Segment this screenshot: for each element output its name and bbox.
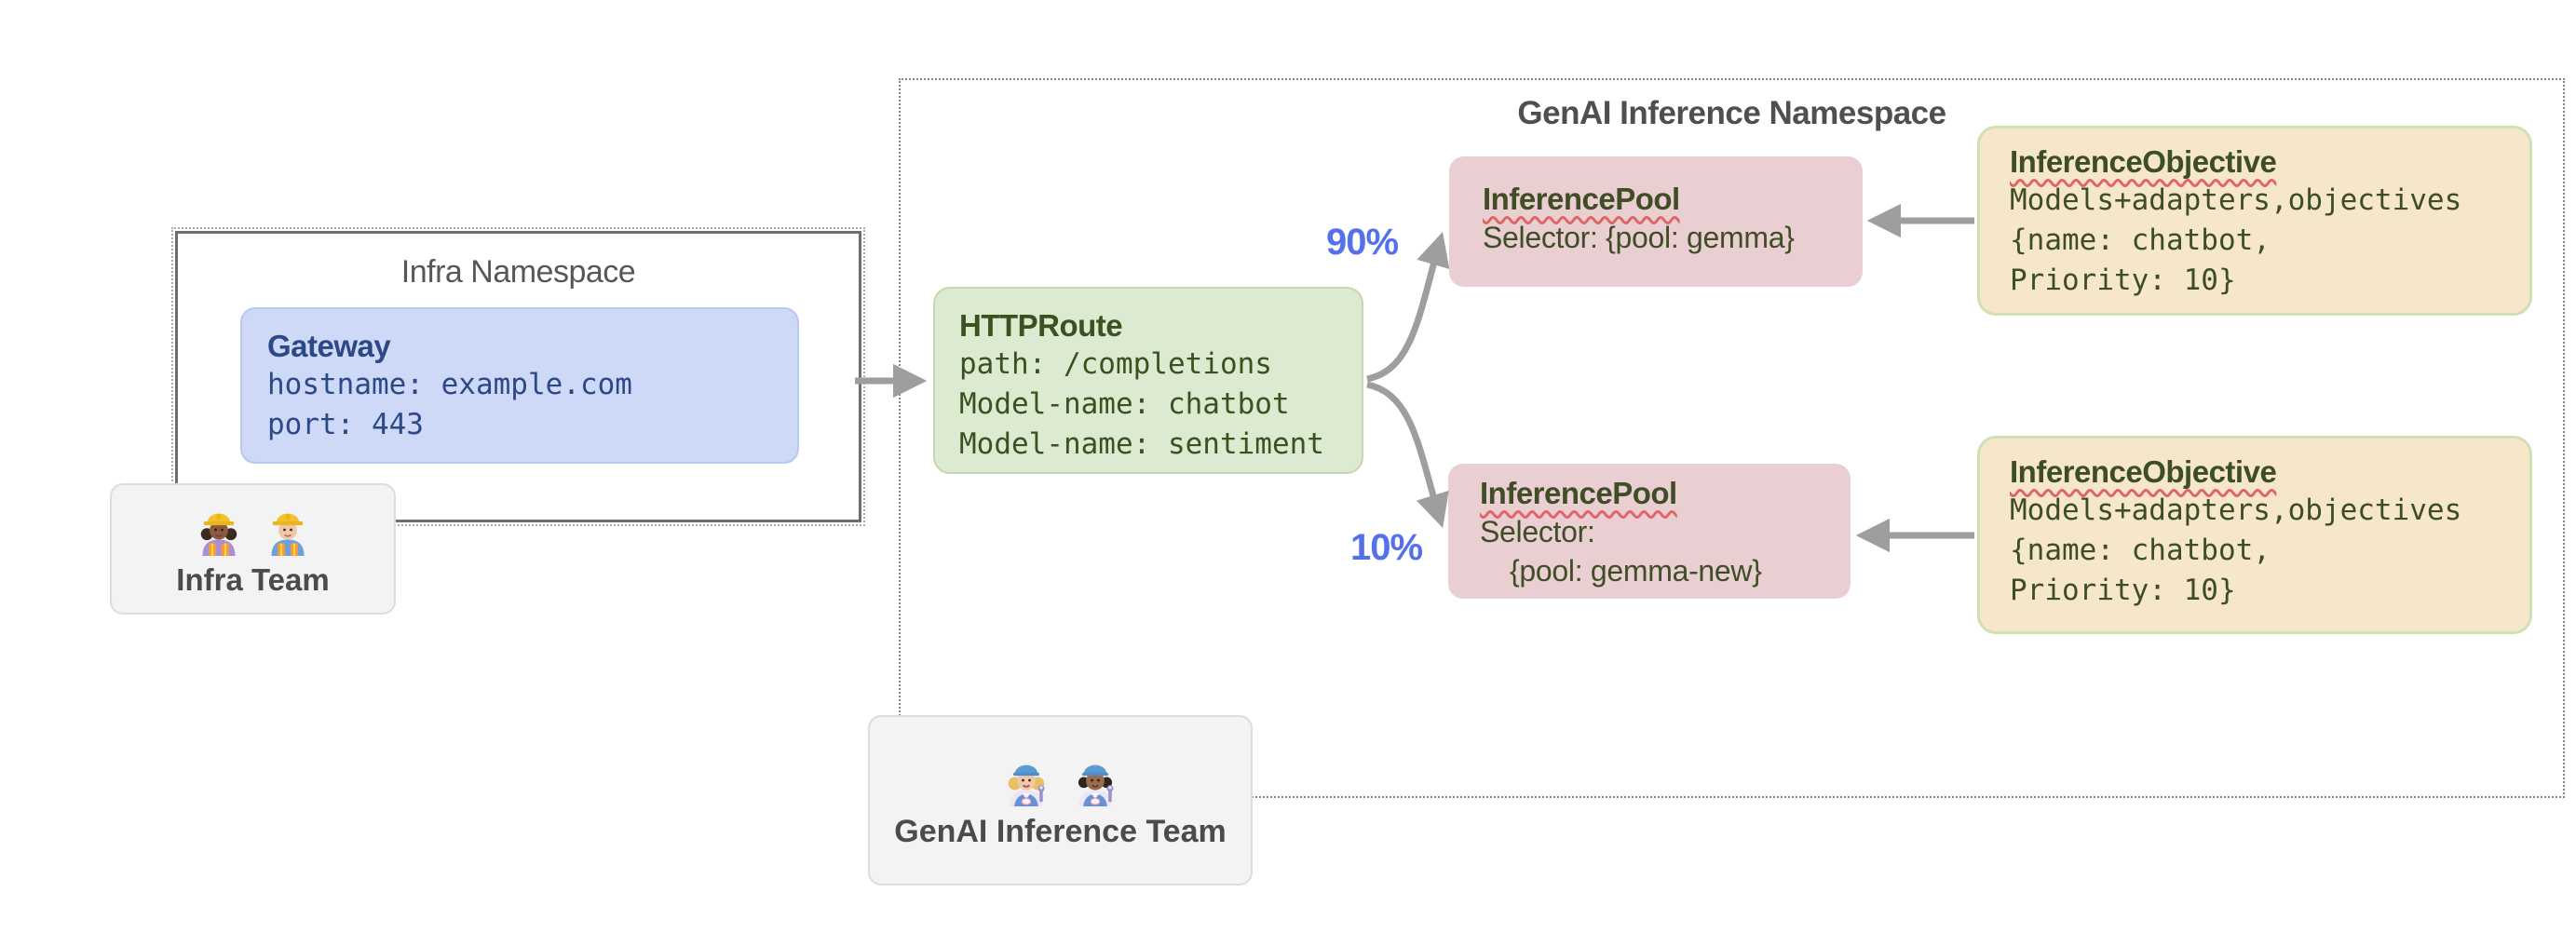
gateway-title: Gateway [267, 329, 391, 363]
httproute-path-line: path: /completions [959, 347, 1272, 381]
inference-objective-title: InferenceObjective [2010, 144, 2277, 179]
genai-inference-namespace-frame: GenAI Inference Namespace [899, 78, 2565, 798]
gateway-hostname-line: hostname: example.com [267, 368, 632, 401]
objective-models-line: Models+adapters,objectives [2010, 183, 2462, 217]
inference-objective-title: InferenceObjective [2010, 454, 2277, 489]
gateway-box: Gateway hostname: example.com port: 443 [240, 307, 799, 464]
inference-pool-title: InferencePool [1480, 476, 1677, 510]
objective-name-line: {name: chatbot, [2010, 223, 2271, 257]
objective-models-line: Models+adapters,objectives [2010, 494, 2462, 527]
inference-pool-gemma-new-box: InferencePool Selector: {pool: gemma-new… [1448, 464, 1851, 599]
traffic-split-10-label: 10% [1350, 527, 1423, 568]
infra-team-emojis [193, 501, 314, 559]
inference-pool-gemma-box: InferencePool Selector: {pool: gemma} [1449, 156, 1863, 287]
httproute-box: HTTPRoute path: /completions Model-name:… [933, 287, 1363, 474]
genai-team-emojis [1000, 750, 1121, 810]
httproute-model-sentiment-line: Model-name: sentiment [959, 427, 1324, 461]
woman-construction-worker-emoji [200, 513, 237, 556]
infra-namespace-title: Infra Namespace [400, 254, 636, 290]
httproute-title: HTTPRoute [959, 308, 1123, 343]
objective-priority-line: Priority: 10} [2010, 574, 2236, 607]
objective-name-line: {name: chatbot, [2010, 534, 2271, 567]
man-construction-worker-emoji [271, 513, 304, 556]
objective-priority-line: Priority: 10} [2010, 264, 2236, 297]
traffic-split-90-label: 90% [1326, 222, 1399, 263]
inference-objective-bottom-box: InferenceObjective Models+adapters,objec… [1977, 436, 2532, 634]
genai-inference-namespace-title: GenAI Inference Namespace [1517, 95, 1946, 131]
genai-inference-team-card: GenAI Inference Team [868, 715, 1253, 886]
gateway-port-line: port: 443 [267, 408, 424, 441]
woman-mechanic-emoji [1008, 764, 1044, 806]
infra-team-card: Infra Team [110, 483, 396, 615]
inference-pool-title: InferencePool [1483, 182, 1680, 216]
infra-namespace-frame: Infra Namespace [171, 227, 865, 526]
man-mechanic-emoji [1078, 764, 1113, 806]
genai-team-label: GenAI Inference Team [894, 814, 1227, 849]
infra-team-label: Infra Team [176, 561, 330, 597]
httproute-model-chatbot-line: Model-name: chatbot [959, 387, 1290, 421]
inference-pool-selector-value-line: {pool: gemma-new} [1510, 554, 1762, 588]
inference-pool-selector-line: Selector: [1480, 515, 1595, 548]
inference-objective-top-box: InferenceObjective Models+adapters,objec… [1977, 126, 2532, 316]
inference-pool-selector-line: Selector: {pool: gemma} [1483, 221, 1795, 254]
